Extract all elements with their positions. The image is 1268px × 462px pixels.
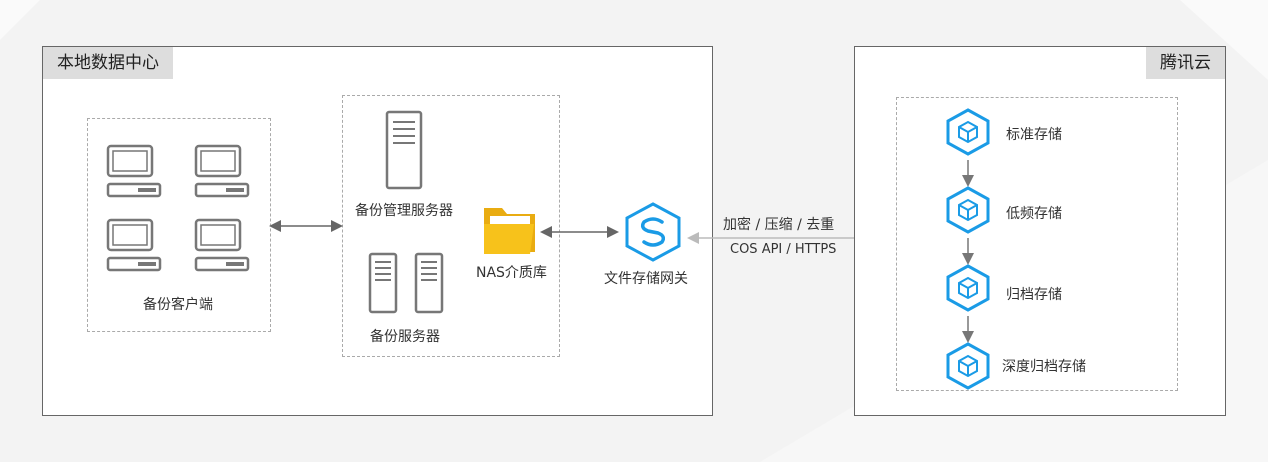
management-server-icon [385, 110, 423, 190]
infrequent-storage-icon [946, 186, 990, 234]
folder-icon [484, 208, 535, 254]
nas-library-label: NAS介质库 [476, 265, 547, 281]
standard-storage-label: 标准存储 [1006, 127, 1062, 143]
client-computer-icon [106, 218, 162, 272]
client-computers [106, 144, 250, 272]
client-computer-icon [194, 218, 250, 272]
backup-server-icon [368, 252, 444, 314]
client-computer-icon [194, 144, 250, 198]
deep-archive-storage-icon [946, 342, 990, 390]
infrequent-storage-label: 低频存储 [1006, 206, 1062, 222]
gateway-icon [625, 202, 681, 262]
storage-tiers-group [896, 97, 1178, 391]
client-computer-icon [106, 144, 162, 198]
standard-storage-icon [946, 108, 990, 156]
backup-clients-label: 备份客户端 [143, 297, 213, 313]
tencent-cloud-panel: 腾讯云 [854, 46, 1226, 416]
storage-tier-flow [962, 160, 974, 343]
tencent-cloud-title: 腾讯云 [1146, 47, 1225, 79]
link-features-label: 加密 / 压缩 / 去重 [723, 217, 835, 233]
archive-storage-icon [946, 264, 990, 312]
local-datacenter-title: 本地数据中心 [43, 47, 173, 79]
backup-server-label: 备份服务器 [370, 329, 440, 345]
archive-storage-label: 归档存储 [1006, 287, 1062, 303]
link-protocol-label: COS API / HTTPS [730, 242, 837, 257]
deep-archive-storage-label: 深度归档存储 [1002, 359, 1086, 375]
file-storage-gateway-label: 文件存储网关 [604, 271, 688, 287]
management-server-label: 备份管理服务器 [355, 203, 453, 219]
